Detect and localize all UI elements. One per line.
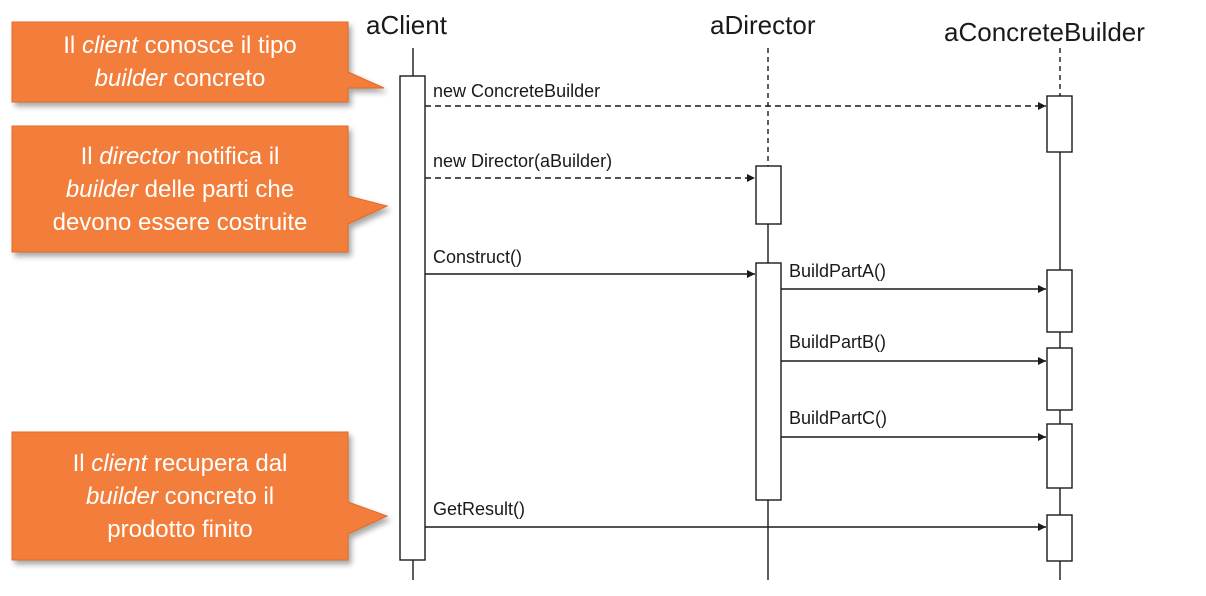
message-build-c-label: BuildPartC() xyxy=(789,408,888,428)
activation-builder-5 xyxy=(1046,514,1073,562)
message-build-a-label: BuildPartA() xyxy=(789,261,887,281)
callout-shape-2 xyxy=(11,125,389,253)
callout-client-retrieves-product: Il client recupera dal builder concreto … xyxy=(12,432,348,560)
message-new-director-label: new Director(aBuilder) xyxy=(433,151,613,171)
activation-client xyxy=(399,75,426,561)
callout-shape-1 xyxy=(11,21,385,103)
message-get-result-label: GetResult() xyxy=(433,499,526,519)
callout-1-line-1: Il client conosce il tipo xyxy=(63,32,297,59)
callout-2-line-3: devono essere costruite xyxy=(52,208,308,236)
participant-client-label: aClient xyxy=(366,10,447,40)
activation-builder-2 xyxy=(1046,269,1073,333)
callout-3-line-3: prodotto finito xyxy=(107,515,253,543)
callout-1-line-2: builder concreto xyxy=(94,65,266,92)
participant-builder-label: aConcreteBuilder xyxy=(944,17,1145,47)
callout-3-line-2: builder concreto il xyxy=(85,482,275,510)
callout-2-line-2: builder delle parti che xyxy=(65,175,295,203)
message-new-builder-label: new ConcreteBuilder xyxy=(433,81,601,101)
callout-3-line-1: Il client recupera dal xyxy=(72,449,288,477)
activation-director-2 xyxy=(755,262,782,501)
callout-director-notifies-builder: Il director notifica il builder delle pa… xyxy=(12,126,348,252)
activation-builder-3 xyxy=(1046,347,1073,411)
activation-director-1 xyxy=(755,165,782,225)
message-build-b-label: BuildPartB() xyxy=(789,332,887,352)
callout-shape-3 xyxy=(11,431,389,561)
activation-builder-1 xyxy=(1046,95,1073,153)
message-construct-label: Construct() xyxy=(433,247,523,267)
participant-director-label: aDirector xyxy=(710,10,816,40)
callout-client-knows-builder: Il client conosce il tipo builder concre… xyxy=(12,22,348,102)
activation-builder-4 xyxy=(1046,423,1073,489)
callout-2-line-1: Il director notifica il xyxy=(80,142,280,170)
